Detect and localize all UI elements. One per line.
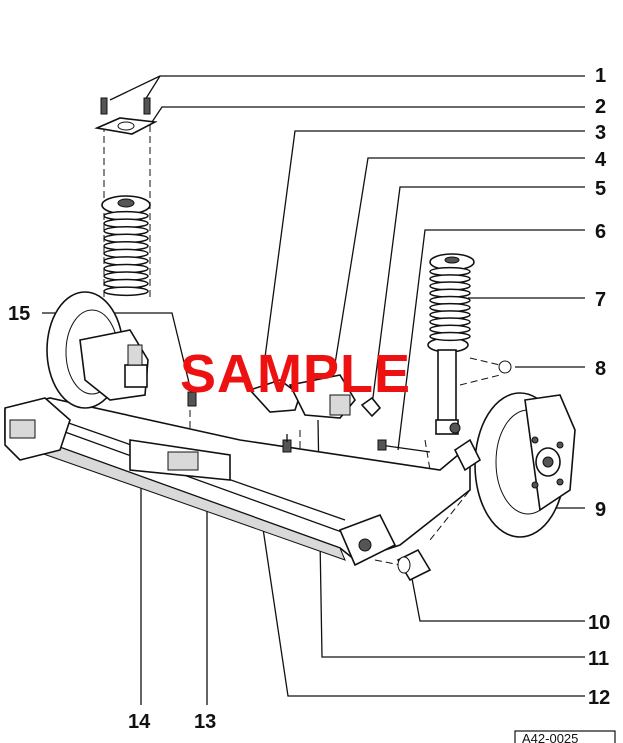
- callout-4: 4: [595, 149, 607, 171]
- spring-coil: [103, 286, 149, 297]
- callout-15: 15: [8, 303, 30, 325]
- callout-5: 5: [595, 178, 606, 200]
- reference-code: A42-0025: [522, 731, 578, 743]
- callout-2: 2: [595, 96, 606, 118]
- sample-watermark: SAMPLE: [180, 344, 411, 404]
- reference-code-box: A42-0025: [514, 730, 616, 743]
- callout-8: 8: [595, 358, 606, 380]
- axle-beam: [4, 397, 471, 567]
- callout-9: 9: [595, 499, 606, 521]
- left-brake-drum: [46, 291, 149, 409]
- callout-13: 13: [194, 711, 216, 733]
- callout-10: 10: [588, 612, 610, 634]
- callout-7: 7: [595, 289, 606, 311]
- callout-11: 11: [588, 648, 609, 670]
- right-spring-assembly: [427, 253, 475, 353]
- right-coil-spring: [429, 266, 471, 342]
- callout-6: 6: [595, 221, 606, 243]
- callout-14: 14: [128, 711, 151, 733]
- callout-1: 1: [595, 65, 606, 87]
- left-coil-spring: [103, 210, 149, 297]
- left-spring-assembly: [94, 97, 158, 215]
- right-brake-disc: [453, 392, 576, 538]
- bracket-parts: [187, 360, 512, 582]
- spring-coil: [429, 331, 471, 342]
- callout-numbers: 1 2 3 4 5 6 7 8 9 10 11 12 13 14 15: [8, 65, 610, 733]
- callout-3: 3: [595, 122, 606, 144]
- shock-absorber: [435, 349, 461, 435]
- callout-12: 12: [588, 687, 610, 709]
